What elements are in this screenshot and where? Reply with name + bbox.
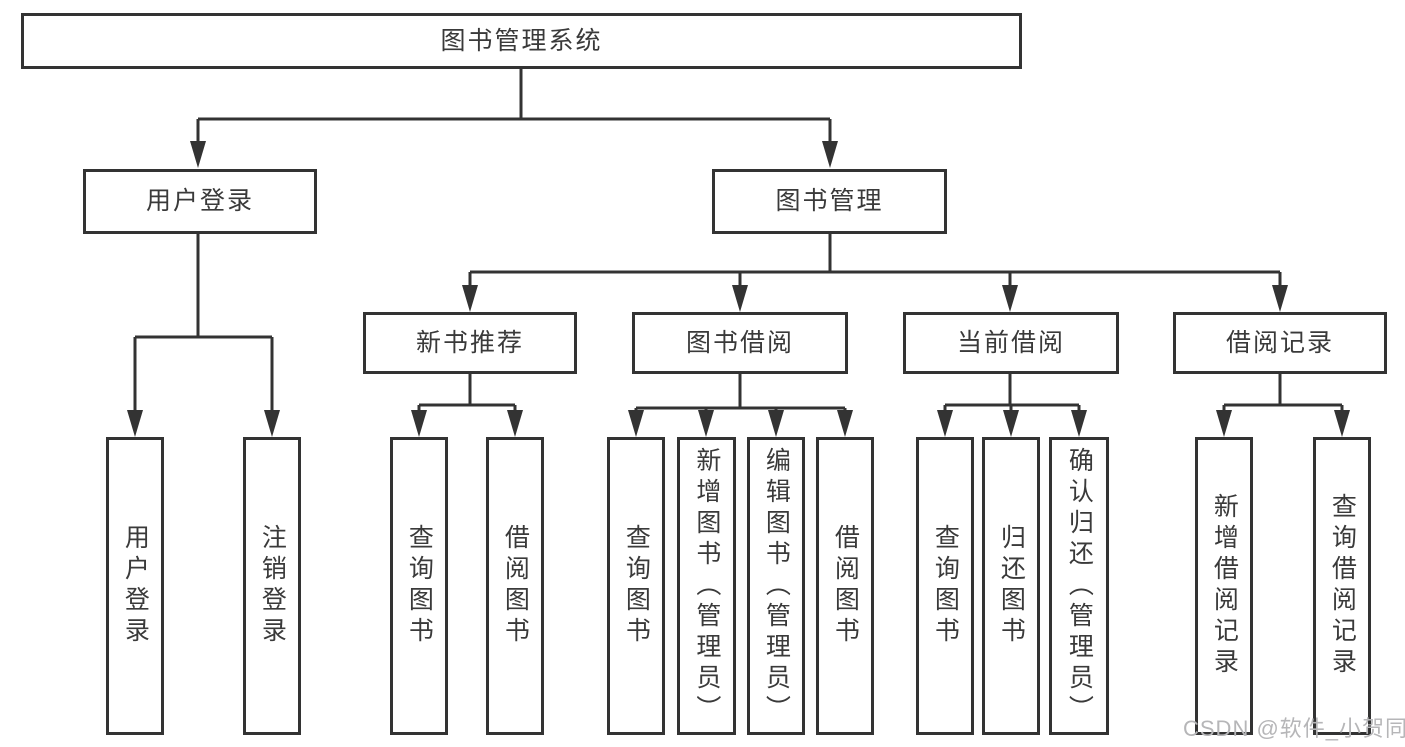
arrowhead-icon	[698, 410, 714, 437]
leaf-nb-borrow-books: 借阅图书	[486, 437, 544, 735]
leaf-br-add-record: 新增借阅记录	[1195, 437, 1253, 735]
leaf-cb-return-books: 归还图书	[982, 437, 1040, 735]
node-system-root: 图书管理系统	[21, 13, 1022, 69]
arrowhead-icon	[507, 410, 523, 437]
leaf-user-login: 用户登录	[106, 437, 164, 735]
arrowhead-icon	[190, 141, 206, 168]
arrowhead-icon	[822, 141, 838, 168]
leaf-br-query-record: 查询借阅记录	[1313, 437, 1371, 735]
arrowhead-icon	[732, 285, 748, 312]
leaf-cb-confirm-return-admin: 确认归还（管理员）	[1049, 437, 1109, 735]
node-new-book-recommend: 新书推荐	[363, 312, 577, 374]
arrowhead-icon	[628, 410, 644, 437]
connector-book-borrowing-to-leaves	[628, 374, 853, 437]
arrowhead-icon	[768, 410, 784, 437]
leaf-bb-edit-books-admin: 编辑图书（管理员）	[747, 437, 805, 735]
arrowhead-icon	[1334, 410, 1350, 437]
node-user-login: 用户登录	[83, 169, 317, 234]
leaf-bb-borrow-books: 借阅图书	[816, 437, 874, 735]
connector-borrowing-records-to-leaves	[1216, 374, 1350, 437]
leaf-bb-add-books-admin: 新增图书（管理员）	[677, 437, 736, 735]
arrowhead-icon	[264, 410, 280, 437]
arrowhead-icon	[1216, 410, 1232, 437]
arrowhead-icon	[837, 410, 853, 437]
connector-user-login-to-leaves	[127, 234, 280, 437]
arrowhead-icon	[1003, 410, 1019, 437]
connector-book-management-to-level3	[462, 234, 1288, 312]
connector-current-borrowing-to-leaves	[937, 374, 1087, 437]
node-borrowing-records: 借阅记录	[1173, 312, 1387, 374]
leaf-nb-query-books: 查询图书	[390, 437, 448, 735]
arrowhead-icon	[937, 410, 953, 437]
arrowhead-icon	[127, 410, 143, 437]
arrowhead-icon	[462, 285, 478, 312]
node-book-management: 图书管理	[712, 169, 947, 234]
node-current-borrowing: 当前借阅	[903, 312, 1119, 374]
connector-new-book-recommend-to-leaves	[411, 374, 523, 437]
leaf-cb-query-books: 查询图书	[916, 437, 974, 735]
leaf-logout: 注销登录	[243, 437, 301, 735]
connector-root-to-level2	[190, 68, 838, 168]
arrowhead-icon	[1272, 285, 1288, 312]
arrowhead-icon	[1071, 410, 1087, 437]
arrowhead-icon	[411, 410, 427, 437]
arrowhead-icon	[1002, 285, 1018, 312]
node-book-borrowing: 图书借阅	[632, 312, 848, 374]
leaf-bb-query-books: 查询图书	[607, 437, 665, 735]
